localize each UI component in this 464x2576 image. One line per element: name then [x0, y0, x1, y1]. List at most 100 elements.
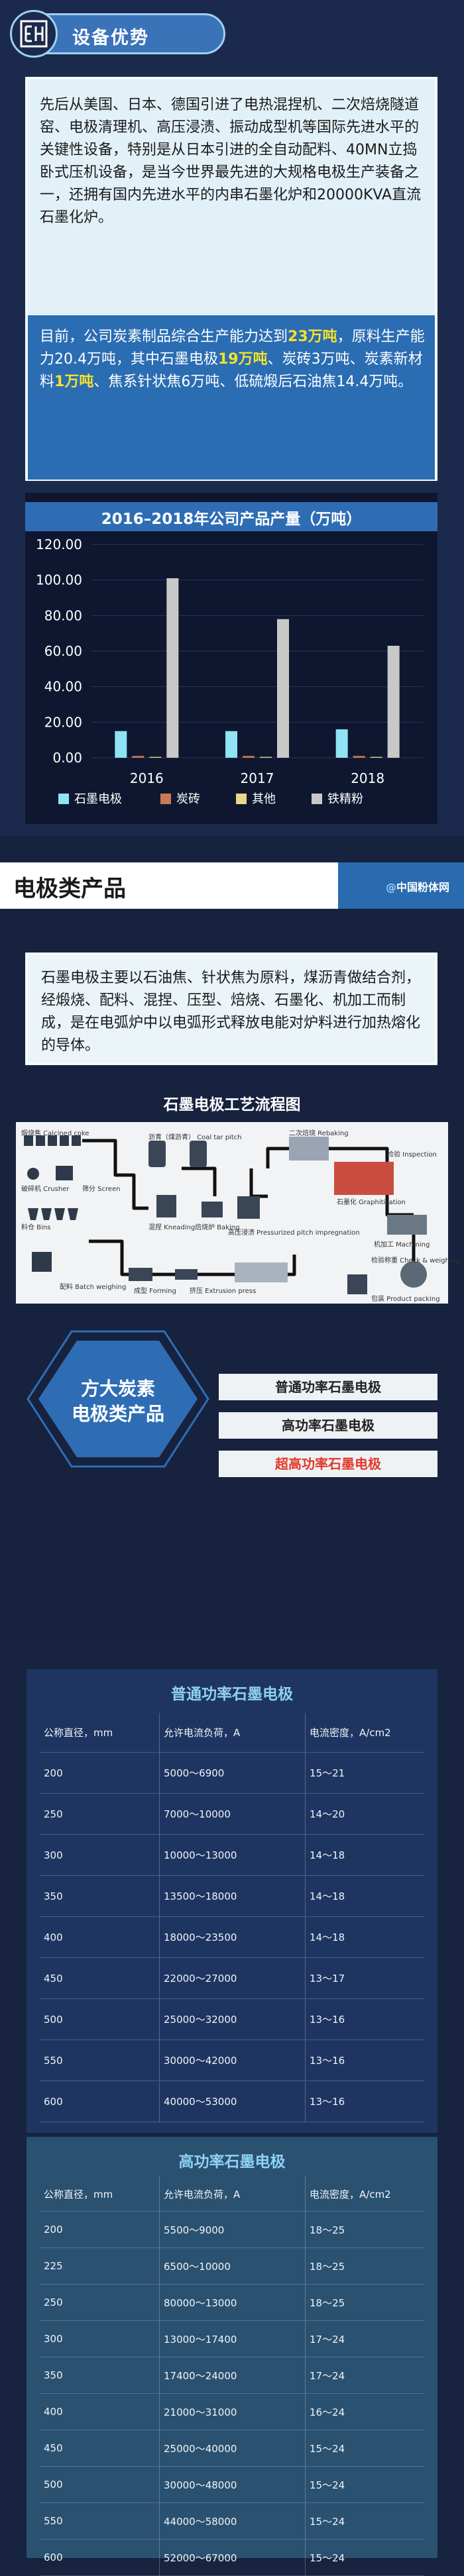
description-card: 石墨电极主要以石油焦、针状焦为原料，煤沥青做结合剂，经煅烧、配料、混捏、压型、焙… — [25, 953, 437, 1065]
y-tick-label: 40.00 — [44, 679, 82, 695]
bar-3-0 — [166, 578, 179, 758]
table-cell: 500 — [44, 2013, 63, 2026]
step-label: 检验称重 Check & weighing — [371, 1257, 460, 1264]
table-cell: 600 — [44, 2551, 63, 2563]
process-diagram: 煅烧焦 Calcined coke 破碎机 Crusher 料仓 Bins 配料… — [16, 1122, 459, 1304]
table-cell: 30000～42000 — [159, 2040, 305, 2081]
category-ultra-high-power[interactable]: 超高功率石墨电极 — [219, 1451, 437, 1477]
bar-0-0 — [115, 731, 127, 758]
chart-canvas: 0.0020.0040.0060.0080.00100.00120.002016… — [36, 537, 423, 806]
legend-label: 石墨电极 — [74, 792, 122, 806]
x-tick-label: 2016 — [130, 770, 164, 786]
table-cell: 21000～31000 — [159, 2394, 305, 2430]
y-tick-label: 120.00 — [36, 537, 82, 552]
tank-icons — [129, 1137, 427, 1294]
chart-title: 2016–2018年公司产品产量（万吨） — [101, 511, 362, 528]
bar-0-2 — [335, 729, 348, 758]
capacity-paragraph: 目前，公司炭素制品综合生产能力达到23万吨，原料生产能力20.4万吨，其中石墨电… — [40, 326, 428, 393]
bar-2-2 — [370, 756, 382, 758]
table-header-cell: 允许电流负荷，A — [159, 1713, 305, 1752]
step-label: 挤压 Extrusion press — [190, 1288, 257, 1295]
table-cell: 5500～9000 — [159, 2212, 305, 2247]
bar-3-1 — [277, 619, 289, 758]
table-cell: 18～25 — [305, 2248, 424, 2284]
product-group-title: 方大炭素 电极类产品 — [25, 1376, 211, 1427]
table-cell: 16～24 — [305, 2394, 424, 2430]
process-title: 石墨电极工艺流程图 — [163, 1096, 301, 1113]
intro-card: 先后从美国、日本、德国引进了电热混捏机、二次焙烧隧道窑、电极清理机、高压浸渍、振… — [25, 77, 437, 481]
step-label: 筛分 Screen — [82, 1186, 121, 1193]
table-cell: 15～21 — [305, 1753, 424, 1793]
table-cell: 400 — [44, 2406, 63, 2418]
table-cell: 18000～23500 — [159, 1917, 305, 1957]
step-label: 沥青（煤沥青） Coal tar pitch — [148, 1134, 242, 1141]
table-cell: 10000～13000 — [159, 1835, 305, 1875]
table-cell: 400 — [44, 1931, 63, 1943]
table-header-cell: 公称直径，mm — [44, 1727, 113, 1739]
table-cell: 25000～32000 — [159, 1999, 305, 2039]
bar-2-0 — [149, 756, 162, 758]
table-header-cell: 电流密度，A/cm2 — [305, 2177, 424, 2211]
capacity-highlight: 1万吨 — [54, 374, 94, 390]
table-cell: 80000～13000 — [159, 2285, 305, 2320]
hexagon-icon — [27, 1330, 209, 1468]
table-cell: 200 — [44, 2224, 63, 2236]
table-cell: 18～25 — [305, 2212, 424, 2247]
table-title: 普通功率石墨电极 — [171, 1686, 293, 1703]
step-label: 煅烧焦 Calcined coke — [21, 1130, 89, 1137]
legend-swatch — [236, 794, 247, 804]
bar-3-2 — [387, 645, 400, 758]
table-cell: 40000～53000 — [159, 2081, 305, 2122]
table-cell: 350 — [44, 1890, 63, 1902]
table-cell: 17400～24000 — [159, 2357, 305, 2393]
x-tick-label: 2018 — [351, 770, 384, 786]
table-cell: 14～18 — [305, 1876, 424, 1916]
y-tick-label: 20.00 — [44, 714, 82, 730]
process-flow-svg — [24, 1135, 427, 1294]
table-cell: 200 — [44, 1767, 63, 1779]
table-cell: 450 — [44, 2442, 63, 2454]
table-cell: 17～24 — [305, 2321, 424, 2357]
table-cell: 600 — [44, 2095, 63, 2108]
section-title: 电极类产品 — [13, 876, 126, 902]
table-cell: 14～20 — [305, 1794, 424, 1834]
y-tick-label: 0.00 — [52, 750, 82, 766]
table-cell: 52000～67000 — [159, 2540, 305, 2575]
table-cell: 13000～17400 — [159, 2321, 305, 2357]
capacity-text: 、焦系针状焦6万吨、低硫煅后石油焦14.4万吨。 — [93, 374, 413, 390]
legend-swatch — [312, 794, 322, 804]
table-cell: 7000～10000 — [159, 1794, 305, 1834]
category-high-power[interactable]: 高功率石墨电极 — [219, 1412, 437, 1439]
step-label: 二次焙烧 Rebaking — [289, 1130, 349, 1137]
capacity-highlight: 19万吨 — [218, 351, 268, 368]
brand-label: @中国粉体网 — [386, 878, 449, 894]
step-label: 机加工 Machining — [374, 1241, 430, 1249]
y-tick-label: 80.00 — [44, 607, 82, 623]
x-tick-label: 2017 — [241, 770, 274, 786]
chart-title-banner — [25, 502, 437, 531]
table-cell: 44000～58000 — [159, 2503, 305, 2539]
bar-0-1 — [225, 731, 237, 758]
capacity-text: ，原料生产能力20.4万吨，其中石墨电极 — [40, 329, 425, 368]
category-normal-power[interactable]: 普通功率石墨电极 — [219, 1374, 437, 1400]
at-icon: @ — [385, 881, 396, 894]
step-label: 石墨化 Graphitization — [337, 1199, 406, 1206]
bar-1-1 — [243, 756, 255, 758]
brand-name: 中国粉体网 — [396, 881, 449, 894]
